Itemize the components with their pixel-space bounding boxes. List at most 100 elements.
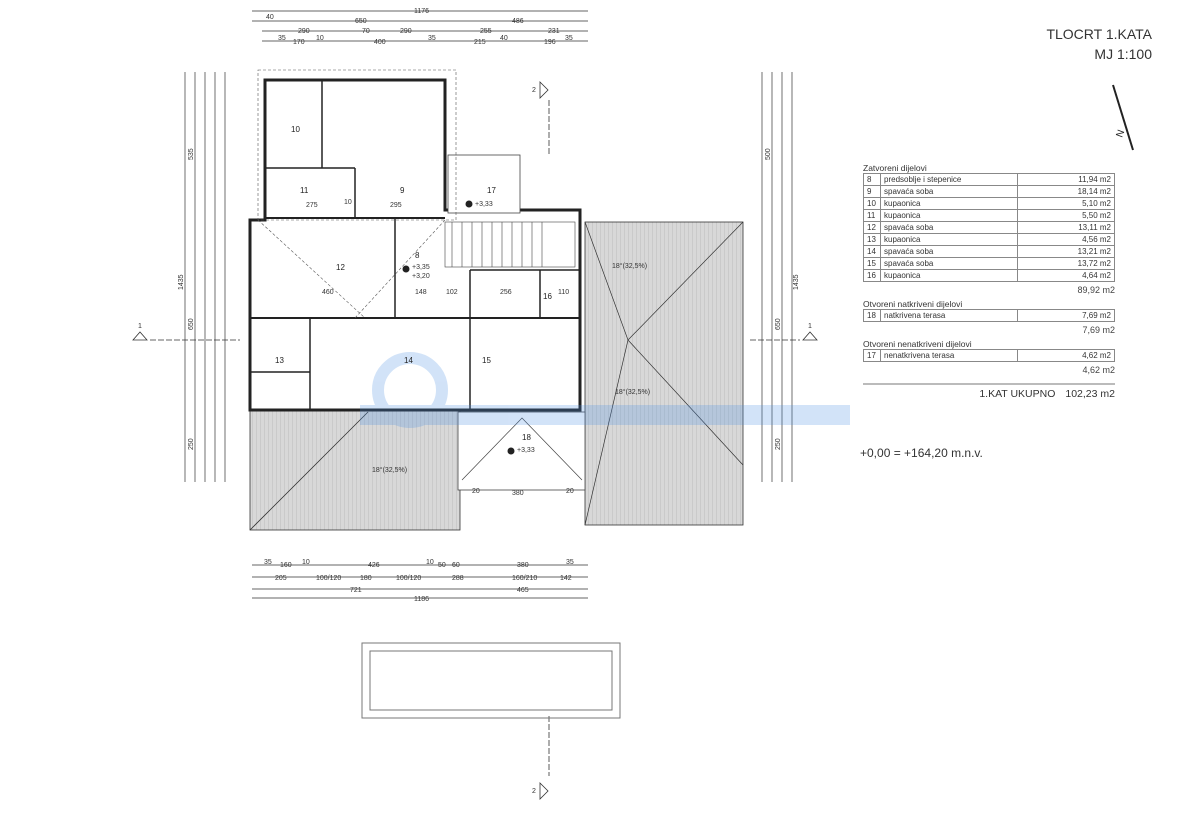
svg-text:650: 650 [355, 18, 367, 25]
svg-text:40: 40 [266, 14, 274, 21]
svg-text:288: 288 [452, 575, 464, 582]
stairs [444, 221, 576, 268]
svg-text:+3,20: +3,20 [412, 273, 430, 280]
top-dimensions [252, 10, 588, 42]
svg-text:35: 35 [264, 559, 272, 566]
roof-right: 18°(32,5%) 18°(32,5%) [584, 221, 744, 526]
svg-text:14: 14 [404, 356, 413, 365]
room-number: 18 [863, 309, 881, 322]
svg-text:426: 426 [368, 562, 380, 569]
svg-text:650: 650 [775, 318, 782, 330]
svg-text:13: 13 [275, 356, 284, 365]
room-name: kupaonica [880, 209, 1018, 222]
title-text: TLOCRT 1.KATA [1046, 26, 1152, 42]
room-area: 5,10 m2 [1017, 197, 1115, 210]
svg-text:295: 295 [390, 202, 402, 209]
svg-text:500: 500 [765, 148, 772, 160]
room-name: spavaća soba [880, 221, 1018, 234]
svg-text:255: 255 [480, 28, 492, 35]
svg-text:1186: 1186 [414, 596, 429, 603]
svg-text:196: 196 [544, 39, 556, 46]
svg-text:8: 8 [415, 251, 420, 260]
svg-text:18°(32,5%): 18°(32,5%) [612, 262, 647, 270]
svg-text:205: 205 [275, 575, 287, 582]
pool-outline [361, 642, 621, 719]
roof-left: 18°(32,5%) [249, 409, 461, 531]
svg-text:650: 650 [188, 318, 195, 330]
svg-text:180: 180 [360, 575, 372, 582]
room-area: 4,62 m2 [1017, 349, 1115, 362]
level-markers: +3,33 +3,35 +3,20 +3,33 [402, 200, 535, 455]
svg-text:110: 110 [558, 289, 569, 296]
room-area: 11,94 m2 [1017, 173, 1115, 186]
room-area: 4,64 m2 [1017, 269, 1115, 282]
covered-sum: 7,69 m2 [1082, 325, 1115, 335]
svg-text:1176: 1176 [414, 8, 429, 15]
terrace-18 [457, 411, 586, 491]
dashed-lines [257, 69, 457, 319]
svg-text:486: 486 [512, 18, 524, 25]
svg-text:18: 18 [522, 433, 531, 442]
svg-text:1435: 1435 [793, 274, 800, 290]
svg-text:102: 102 [446, 289, 458, 296]
svg-text:250: 250 [775, 438, 782, 450]
top-dimension-labels: 1176 40 650 486 290 70 290 255 231 35 17… [266, 8, 573, 46]
svg-text:+3,33: +3,33 [517, 447, 535, 454]
room-name: kupaonica [880, 233, 1018, 246]
svg-text:215: 215 [474, 39, 486, 46]
svg-text:+3,35: +3,35 [412, 264, 430, 271]
svg-text:17: 17 [487, 186, 496, 195]
scale-text: MJ 1:100 [1094, 46, 1152, 62]
room-area: 18,14 m2 [1017, 185, 1115, 198]
svg-text:290: 290 [400, 28, 412, 35]
room-name: nenatkrivena terasa [880, 349, 1018, 362]
room-number: 14 [863, 245, 881, 258]
open-sum: 4,62 m2 [1082, 365, 1115, 375]
room-area: 4,56 m2 [1017, 233, 1115, 246]
svg-text:142: 142 [560, 575, 572, 582]
closed-heading: Zatvoreni dijelovi [863, 163, 927, 173]
svg-text:721: 721 [350, 587, 362, 594]
walls [248, 78, 582, 412]
svg-text:231: 231 [548, 28, 560, 35]
total-label: 1.KAT UKUPNO [979, 388, 1056, 400]
room-number: 8 [863, 173, 881, 186]
svg-text:12: 12 [336, 263, 345, 272]
svg-text:60: 60 [452, 562, 460, 569]
covered-heading: Otvoreni natkriveni dijelovi [863, 299, 963, 309]
svg-text:70: 70 [362, 28, 370, 35]
svg-text:50: 50 [438, 562, 446, 569]
room-name: natkrivena terasa [880, 309, 1018, 322]
svg-text:18°(32,5%): 18°(32,5%) [372, 466, 407, 474]
svg-text:11: 11 [300, 186, 309, 195]
svg-text:460: 460 [322, 289, 334, 296]
svg-text:10: 10 [291, 125, 300, 134]
svg-text:148: 148 [415, 289, 427, 296]
room-number: 16 [863, 269, 881, 282]
svg-text:10: 10 [302, 559, 310, 566]
room-area: 13,72 m2 [1017, 257, 1115, 270]
room-name: kupaonica [880, 197, 1018, 210]
svg-text:1435: 1435 [178, 274, 185, 290]
svg-text:170: 170 [293, 39, 305, 46]
svg-text:1: 1 [138, 323, 142, 330]
room-area: 13,21 m2 [1017, 245, 1115, 258]
side-dimension-labels: 1435 535 650 250 1435 500 650 250 [178, 148, 800, 450]
room-number: 10 [863, 197, 881, 210]
svg-text:N: N [1114, 128, 1127, 139]
inner-dimension-labels: 275 10 295 460 148 102 256 110 380 20 20 [306, 199, 574, 497]
svg-text:400: 400 [374, 39, 386, 46]
svg-text:160/210: 160/210 [512, 575, 537, 582]
